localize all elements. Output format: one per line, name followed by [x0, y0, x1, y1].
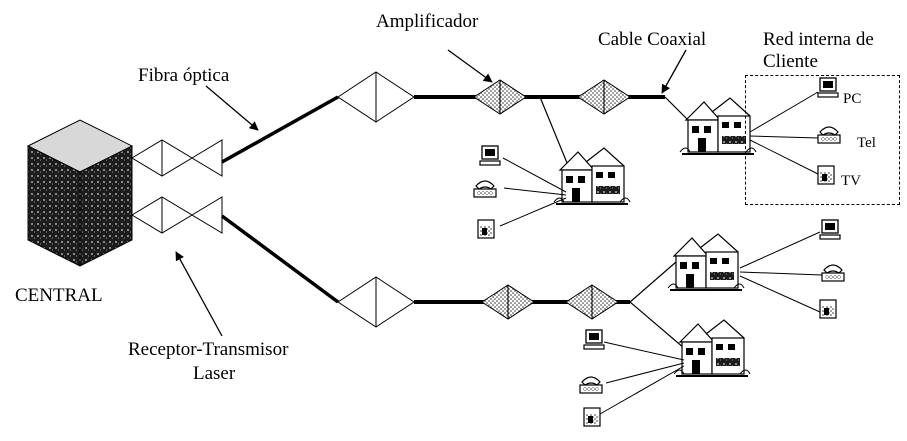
label-amplificador: Amplificador	[376, 12, 478, 32]
house-1-icon	[554, 148, 630, 204]
house-1-tv-icon	[478, 220, 494, 238]
house-3-device-links	[740, 232, 822, 312]
transmitter-lower-icon	[132, 197, 222, 233]
amplifier-2-icon	[578, 80, 630, 114]
house-3-icon	[668, 234, 744, 290]
drop-line-house-4	[630, 302, 684, 348]
receiver-node-upper-icon	[338, 72, 414, 122]
label-red-interna: Red interna de	[763, 30, 874, 50]
house-1-device-links	[500, 158, 566, 226]
arrow-cable-coaxial	[662, 50, 686, 93]
transmitter-upper-icon	[132, 140, 222, 176]
house-3-pc-icon	[820, 220, 840, 239]
label-tv: TV	[841, 174, 861, 190]
client-network-box	[745, 75, 900, 205]
house-4-tel-icon	[580, 377, 602, 393]
amplifier-4-icon	[566, 285, 618, 319]
arrow-receptor	[176, 252, 222, 336]
house-3-tel-icon	[822, 265, 844, 281]
house-1-pc-icon	[480, 146, 500, 165]
label-tel: Tel	[857, 136, 876, 152]
fiber-line-upper	[222, 97, 338, 162]
drop-line-house-3	[630, 262, 676, 302]
amplifier-1-icon	[474, 80, 526, 114]
house-4-pc-icon	[584, 330, 604, 349]
central-building-icon	[28, 120, 132, 266]
house-4-device-links	[600, 342, 684, 414]
house-3-tv-icon	[820, 300, 836, 318]
label-pc: PC	[843, 92, 861, 108]
amplifier-3-icon	[482, 285, 534, 319]
label-receptor-transmisor: Receptor-Transmisor	[128, 340, 288, 360]
arrow-amplificador	[448, 50, 492, 82]
fiber-line-lower	[222, 216, 338, 302]
label-fibra-optica: Fibra óptica	[138, 66, 229, 86]
label-laser: Laser	[193, 364, 235, 384]
label-cable-coaxial: Cable Coaxial	[598, 30, 706, 50]
house-1-tel-icon	[474, 181, 496, 197]
label-cliente: Cliente	[763, 52, 818, 72]
receiver-node-lower-icon	[338, 277, 414, 327]
arrow-fibra-optica	[206, 86, 258, 130]
drop-line-house-2	[665, 97, 690, 122]
label-central: CENTRAL	[15, 286, 103, 306]
house-4-icon	[674, 320, 750, 376]
house-4-tv-icon	[584, 408, 600, 426]
